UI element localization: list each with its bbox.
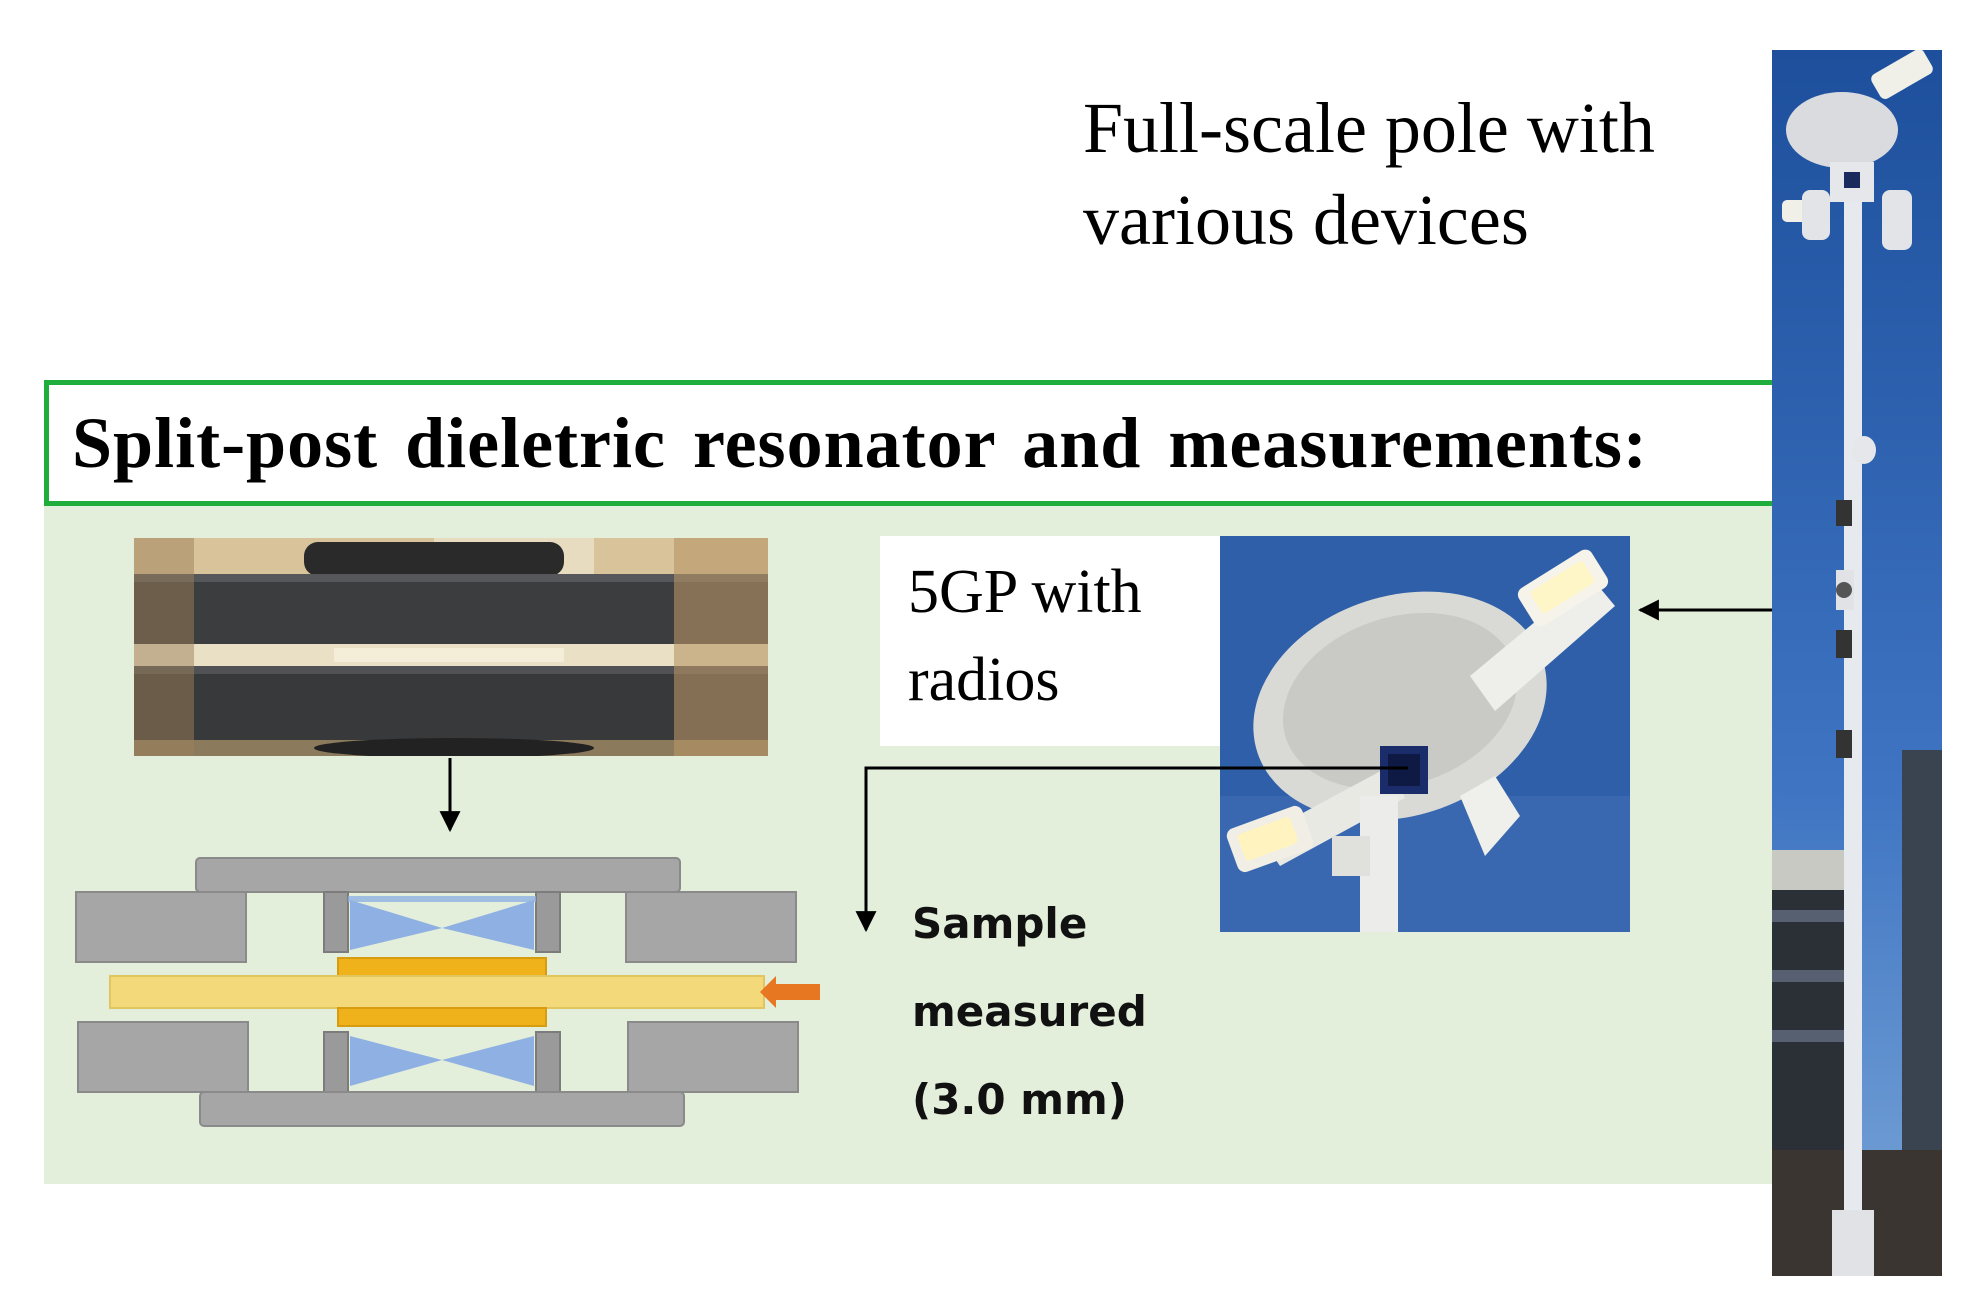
pole-photo <box>1772 50 1942 1276</box>
lower-left-block <box>77 1021 249 1093</box>
sample-pointer-arrow <box>760 976 776 1008</box>
top-plate <box>195 857 681 893</box>
lower-field-right <box>442 1036 534 1086</box>
five-gp-label-line1: 5GP with <box>908 558 1142 626</box>
upper-field-left <box>350 900 442 950</box>
sample-label-line2: measured <box>912 987 1147 1036</box>
upper-left-block <box>75 891 247 963</box>
lower-right-block <box>627 1021 799 1093</box>
upper-left-post <box>323 891 349 953</box>
bottom-plate <box>199 1091 685 1127</box>
upper-dielectric <box>337 957 547 977</box>
pole-caption: Full-scale pole with various devices <box>1083 82 1655 266</box>
sample-slab <box>109 975 765 1009</box>
resonator-photo <box>134 538 768 756</box>
panel-title: Split-post dieletric resonator and measu… <box>72 403 1648 483</box>
pole-caption-line1: Full-scale pole with <box>1083 88 1655 168</box>
upper-right-block <box>625 891 797 963</box>
five-gp-photo <box>1220 536 1630 932</box>
sample-label-line3: (3.0 mm) <box>912 1075 1127 1124</box>
sample-label-line1: Sample <box>912 899 1088 948</box>
upper-field-right <box>442 900 534 950</box>
lower-left-post <box>323 1031 349 1093</box>
upper-right-post <box>535 891 561 953</box>
panel-title-box <box>44 380 1774 506</box>
pole-caption-line2: various devices <box>1083 180 1529 260</box>
five-gp-label-line2: radios <box>908 646 1060 714</box>
lower-dielectric <box>337 1007 547 1027</box>
lower-right-post <box>535 1031 561 1093</box>
lower-field-left <box>350 1036 442 1086</box>
resonator-cross-section <box>75 857 820 1127</box>
sample-label: Sample measured (3.0 mm) <box>912 880 1147 1144</box>
five-gp-label: 5GP with radios <box>880 536 1220 746</box>
